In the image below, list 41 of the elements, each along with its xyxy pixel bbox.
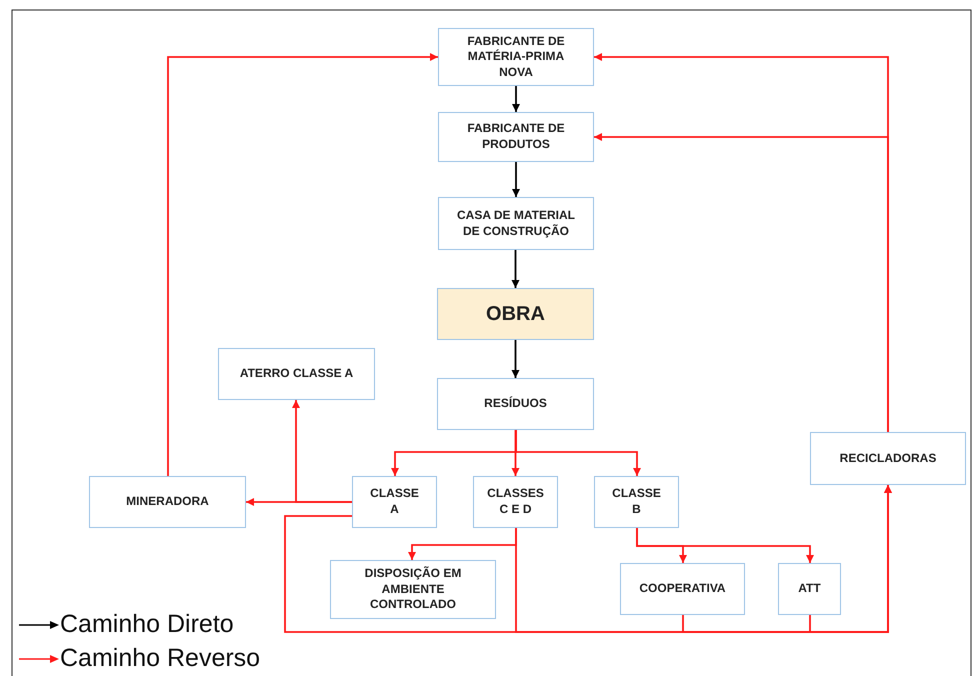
process-box bbox=[810, 432, 966, 485]
node-label: CLASSE A bbox=[369, 486, 420, 518]
node-label: RESÍDUOS bbox=[483, 396, 548, 412]
process-box bbox=[438, 28, 594, 86]
node-label: FABRICANTE DE MATÉRIA-PRIMA NOVA bbox=[466, 34, 566, 80]
process-box bbox=[620, 563, 745, 615]
legend-label: Caminho Reverso bbox=[60, 644, 260, 673]
process-box bbox=[352, 476, 437, 528]
arrow bbox=[512, 162, 520, 197]
arrow bbox=[594, 132, 889, 432]
arrow bbox=[515, 430, 642, 476]
node-label: MINERADORA bbox=[125, 494, 210, 510]
process-box bbox=[438, 112, 594, 162]
process-box bbox=[438, 197, 594, 250]
arrow bbox=[511, 340, 520, 378]
node-label: CASA DE MATERIAL DE CONSTRUÇÃO bbox=[456, 208, 576, 240]
node-label: FABRICANTE DE PRODUTOS bbox=[466, 121, 566, 153]
process-box bbox=[437, 378, 594, 430]
arrow bbox=[511, 430, 520, 476]
arrow bbox=[167, 52, 438, 476]
process-box bbox=[778, 563, 841, 615]
arrow bbox=[636, 528, 814, 563]
arrow bbox=[809, 485, 892, 633]
node-label: CLASSE B bbox=[611, 486, 662, 518]
node-label: OBRA bbox=[485, 302, 546, 327]
process-box bbox=[473, 476, 558, 528]
process-box bbox=[594, 476, 679, 528]
arrow bbox=[292, 400, 352, 503]
arrow bbox=[512, 86, 520, 112]
highlighted-process-box bbox=[437, 288, 594, 340]
process-box bbox=[330, 560, 496, 619]
node-label: COOPERATIVA bbox=[638, 581, 727, 597]
node-label: ATERRO CLASSE A bbox=[238, 366, 354, 382]
node-label: CLASSES C E D bbox=[486, 486, 545, 518]
node-label: ATT bbox=[797, 581, 822, 597]
process-box bbox=[218, 348, 375, 400]
process-box bbox=[89, 476, 246, 528]
node-label: RECICLADORAS bbox=[838, 450, 938, 466]
arrow bbox=[511, 250, 520, 288]
node-label: DISPOSIÇÃO EM AMBIENTE CONTROLADO bbox=[364, 566, 462, 613]
legend-label: Caminho Direto bbox=[60, 610, 234, 639]
